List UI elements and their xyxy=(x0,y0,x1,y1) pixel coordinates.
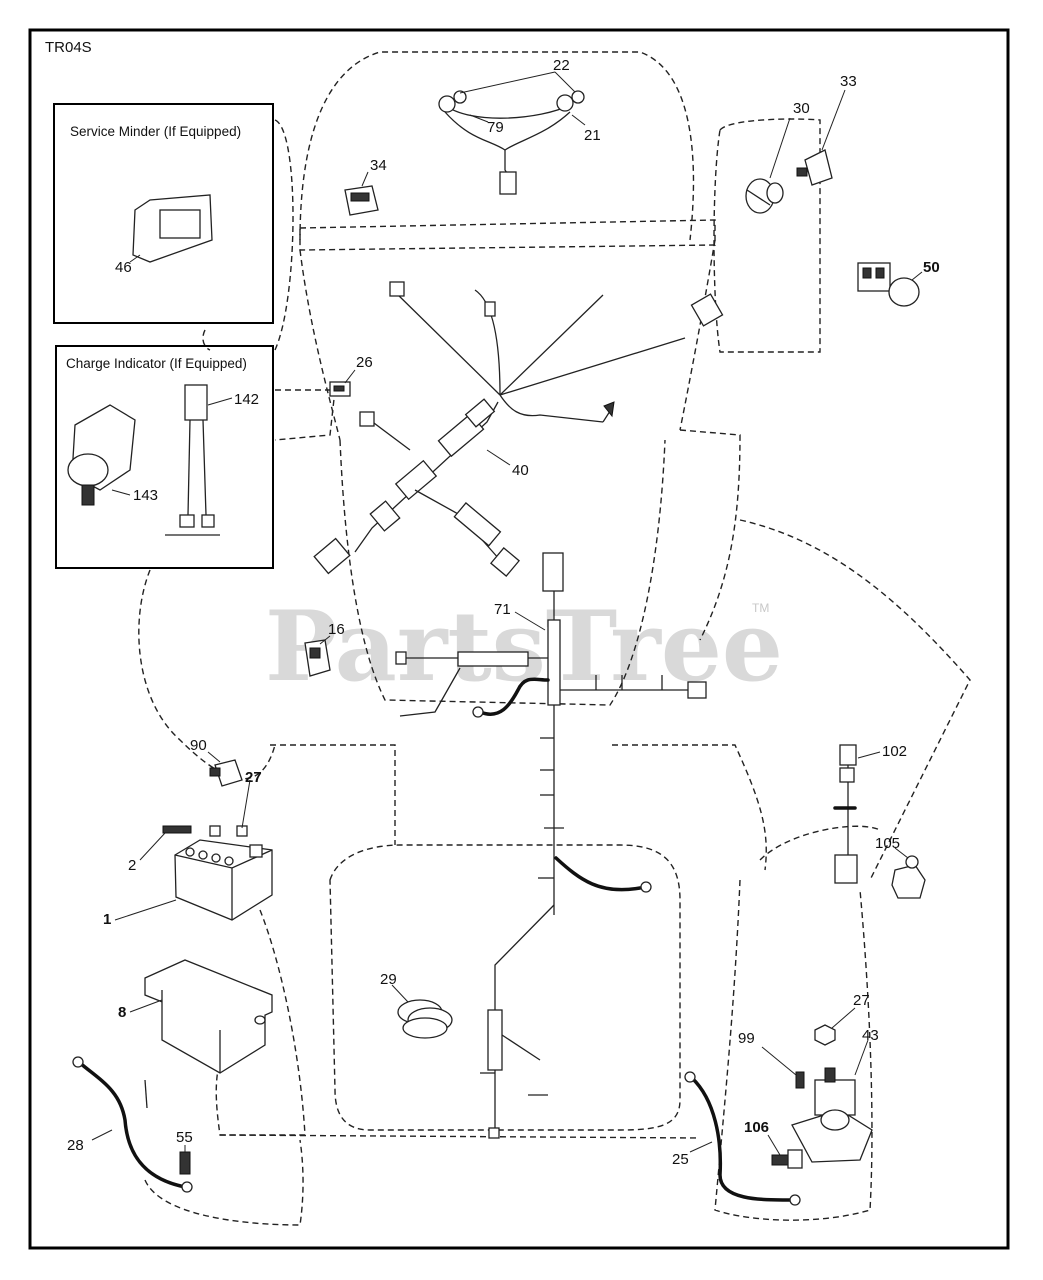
charge-indicator-inset: Charge Indicator (If Equipped) 143 142 xyxy=(55,345,274,569)
bolt-55 xyxy=(179,1151,191,1175)
callout-21: 21 xyxy=(584,127,601,144)
callout-30: 30 xyxy=(793,100,810,117)
bracket-90 xyxy=(209,759,243,787)
callout-105: 105 xyxy=(875,835,900,852)
callout-8: 8 xyxy=(118,1004,126,1021)
charge-indicator-gauge xyxy=(67,404,136,506)
callout-55: 55 xyxy=(176,1129,193,1146)
bolt-99 xyxy=(795,1071,805,1089)
relay-16 xyxy=(304,639,331,677)
callout-142: 142 xyxy=(234,391,259,408)
callout-2: 2 xyxy=(128,857,136,874)
harness-71 xyxy=(395,552,707,1139)
service-minder-unit xyxy=(132,194,213,263)
battery-nut-27a xyxy=(209,825,248,837)
callout-27-solenoid: 27 xyxy=(853,992,870,1009)
callout-46: 46 xyxy=(115,259,132,276)
switch-50 xyxy=(857,262,920,307)
callout-27-battery: 27 xyxy=(245,769,262,786)
battery-cable-28 xyxy=(72,1056,193,1193)
callout-79: 79 xyxy=(487,119,504,136)
watermark-trademark: TM xyxy=(752,601,769,615)
harness-coil-29 xyxy=(397,999,453,1039)
battery-cable-25 xyxy=(684,1071,801,1206)
battery-bolt-2 xyxy=(162,825,192,834)
callout-102: 102 xyxy=(882,743,907,760)
callout-29: 29 xyxy=(380,971,397,988)
charge-indicator-title: Charge Indicator (If Equipped) xyxy=(66,356,247,371)
callout-1: 1 xyxy=(103,911,111,928)
service-minder-inset: Service Minder (If Equipped) 46 xyxy=(53,103,274,324)
ignition-key-33 xyxy=(796,149,833,186)
ignition-switch-30 xyxy=(745,178,784,214)
callout-28: 28 xyxy=(67,1137,84,1154)
callout-143: 143 xyxy=(133,487,158,504)
diagram-code: TR04S xyxy=(45,39,92,56)
switch-34 xyxy=(344,185,379,216)
clip-106 xyxy=(771,1149,803,1169)
callout-99: 99 xyxy=(738,1030,755,1047)
nut-27b xyxy=(814,1024,836,1046)
callout-50: 50 xyxy=(923,259,940,276)
callout-43: 43 xyxy=(862,1027,879,1044)
outer-frame xyxy=(28,28,1010,1250)
callout-90: 90 xyxy=(190,737,207,754)
callout-22: 22 xyxy=(553,57,570,74)
chassis-outline xyxy=(138,51,971,1226)
main-harness-40 xyxy=(313,281,724,578)
callout-26: 26 xyxy=(356,354,373,371)
harness-102 xyxy=(833,744,858,884)
battery-tray-8 xyxy=(144,959,273,1074)
headlight-harness xyxy=(438,90,585,195)
callout-34: 34 xyxy=(370,157,387,174)
fuse-holder-26 xyxy=(329,381,351,397)
charge-indicator-harness xyxy=(165,384,220,536)
callout-40: 40 xyxy=(512,462,529,479)
callout-25: 25 xyxy=(672,1151,689,1168)
switch-105 xyxy=(891,855,926,899)
solenoid-43 xyxy=(791,1067,873,1163)
callout-33: 33 xyxy=(840,73,857,90)
callout-71: 71 xyxy=(494,601,511,618)
service-minder-title: Service Minder (If Equipped) xyxy=(70,124,241,139)
callout-106: 106 xyxy=(744,1119,769,1136)
battery-1 xyxy=(174,839,273,921)
callout-16: 16 xyxy=(328,621,345,638)
